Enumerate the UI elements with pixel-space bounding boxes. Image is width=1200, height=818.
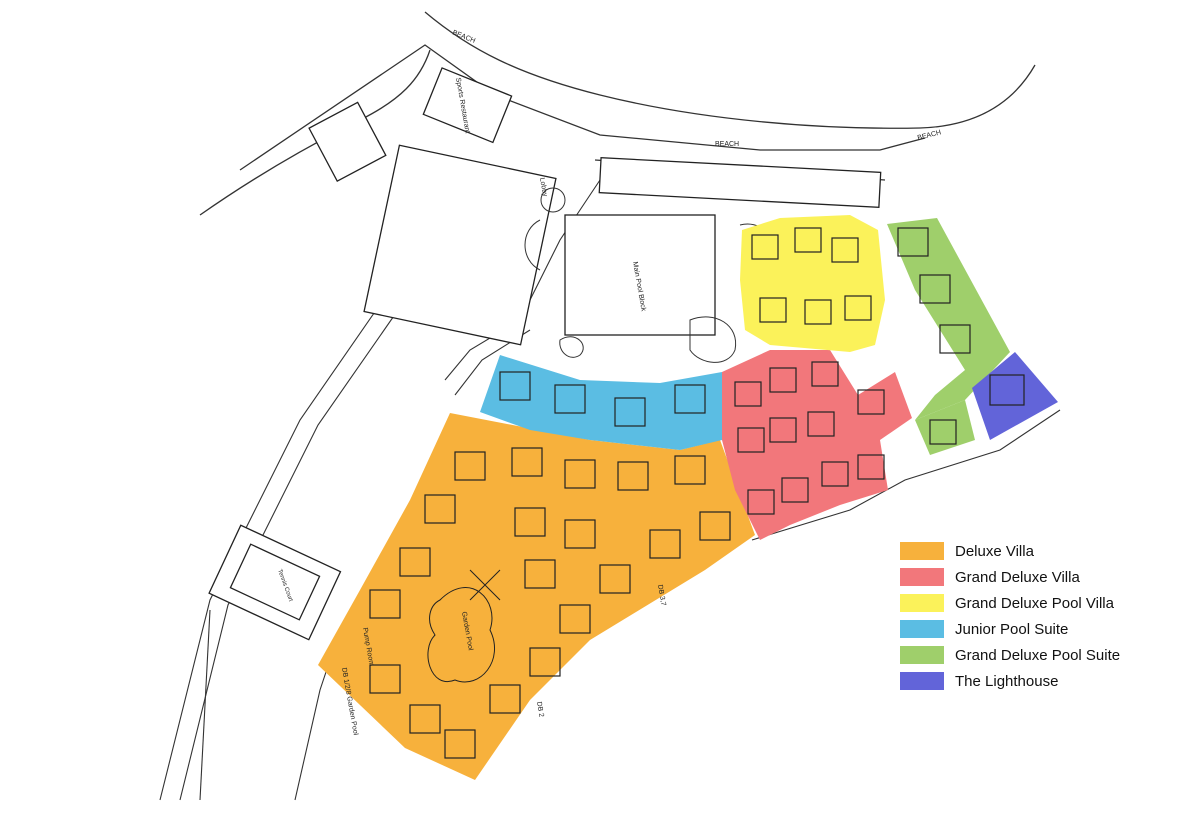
zone-junior-pool-suite <box>480 355 722 450</box>
beach-label-3: BEACH <box>917 129 942 142</box>
legend-label: The Lighthouse <box>955 672 1059 690</box>
building-outlines <box>208 67 882 641</box>
garden-pool-outline <box>427 569 501 683</box>
legend-label: Junior Pool Suite <box>955 620 1069 638</box>
label-db-2: DB 2 <box>535 701 545 718</box>
legend-swatch <box>900 568 944 586</box>
zone-grand-deluxe-villa <box>722 350 912 540</box>
label-lobby: Lobby <box>538 177 548 197</box>
beach-label-2: BEACH <box>715 141 739 148</box>
label-db-37: DB 3,7 <box>656 584 667 606</box>
legend-item-junior-pool-suite: Junior Pool Suite <box>900 616 1160 642</box>
legend-label: Deluxe Villa <box>955 542 1034 560</box>
beach-label-1: BEACH <box>451 29 476 45</box>
legend-label: Grand Deluxe Pool Villa <box>955 594 1114 612</box>
legend-item-the-lighthouse: The Lighthouse <box>900 668 1160 694</box>
legend-item-grand-deluxe-villa: Grand Deluxe Villa <box>900 564 1160 590</box>
zone-grand-deluxe-pool-villa <box>740 215 885 352</box>
lobby-pool-lines <box>524 187 772 363</box>
legend-item-grand-deluxe-pool-villa: Grand Deluxe Pool Villa <box>900 590 1160 616</box>
legend-swatch <box>900 542 944 560</box>
legend-swatch <box>900 620 944 638</box>
legend-swatch <box>900 672 944 690</box>
legend-label: Grand Deluxe Pool Suite <box>955 646 1121 664</box>
legend-label: Grand Deluxe Villa <box>955 568 1080 586</box>
legend-swatch <box>900 594 944 612</box>
villa-footprints <box>369 227 1025 759</box>
zone-deluxe-villa <box>318 413 755 780</box>
legend-item-deluxe-villa: Deluxe Villa <box>900 538 1160 564</box>
map-legend: Deluxe Villa Grand Deluxe Villa Grand De… <box>900 538 1160 694</box>
zone-the-lighthouse <box>972 352 1058 440</box>
legend-item-grand-deluxe-pool-suite: Grand Deluxe Pool Suite <box>900 642 1160 668</box>
legend-swatch <box>900 646 944 664</box>
